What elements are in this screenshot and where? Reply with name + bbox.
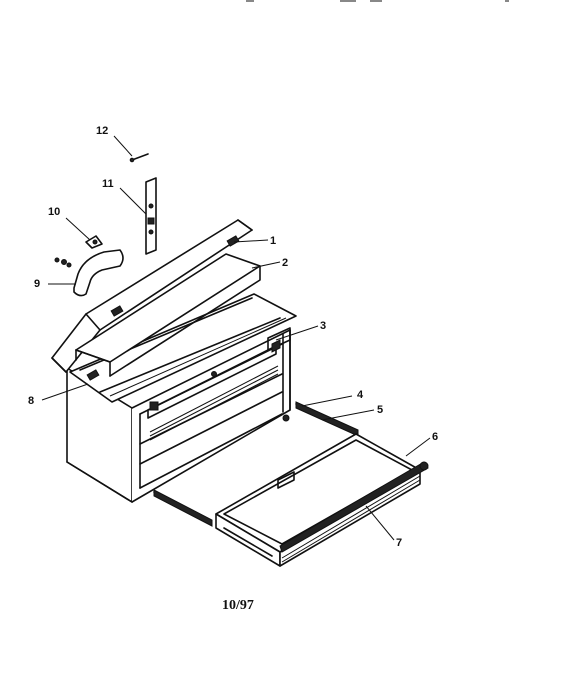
callout-7: 7 xyxy=(396,537,402,549)
cabinet-body xyxy=(66,327,291,503)
open-drawer xyxy=(153,401,429,567)
callout-8: 8 xyxy=(28,395,34,407)
callout-1: 1 xyxy=(270,235,276,247)
callout-labels: 1 2 3 4 5 6 7 8 9 10 11 12 xyxy=(28,125,438,549)
callout-6: 6 xyxy=(432,431,438,443)
callout-10: 10 xyxy=(48,206,60,218)
callout-9: 9 xyxy=(34,278,40,290)
lid xyxy=(51,219,297,411)
callout-2: 2 xyxy=(282,257,288,269)
latch xyxy=(85,235,103,249)
pin xyxy=(129,153,149,163)
callout-5: 5 xyxy=(377,404,383,416)
callout-11: 11 xyxy=(102,178,114,190)
hasp-bracket xyxy=(145,177,157,255)
callout-3: 3 xyxy=(320,320,326,332)
callout-12: 12 xyxy=(96,125,108,137)
handle xyxy=(54,249,124,297)
leader-lines xyxy=(41,135,431,541)
date-code: 10/97 xyxy=(222,598,254,613)
callout-4: 4 xyxy=(357,389,364,401)
